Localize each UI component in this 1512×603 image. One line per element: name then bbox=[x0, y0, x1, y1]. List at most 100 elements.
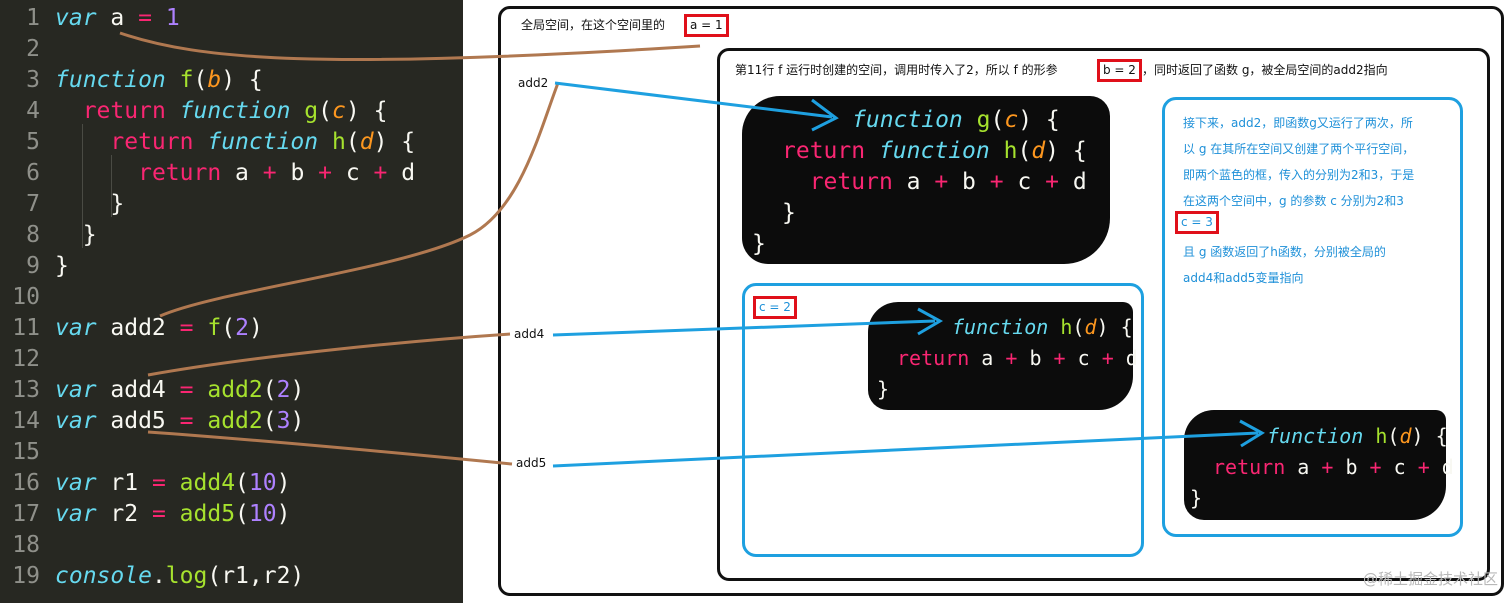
code-token: ) bbox=[248, 315, 263, 341]
code-token: ) bbox=[290, 377, 305, 403]
line-number: 13 bbox=[12, 377, 40, 403]
code-token: add5 bbox=[179, 501, 236, 527]
code-token: a bbox=[96, 5, 139, 31]
h-function-snippet-left bbox=[868, 302, 1133, 410]
code-token: d bbox=[1084, 315, 1097, 339]
line-number: 16 bbox=[12, 470, 40, 496]
note-line: 即两个蓝色的框，传入的分别为2和3，于是 bbox=[1183, 168, 1415, 182]
code-token: r2 bbox=[96, 501, 152, 527]
code-text: return function g(c) { bbox=[55, 96, 388, 127]
code-token: = bbox=[151, 501, 166, 527]
code-token: ( bbox=[262, 377, 277, 403]
code-token: f bbox=[207, 315, 222, 341]
snippet-line: } bbox=[752, 229, 766, 260]
code-token: + bbox=[262, 160, 277, 186]
snippet-line: return function h(d) { bbox=[782, 136, 1087, 167]
add5-arrow bbox=[552, 431, 1259, 468]
snippet-line: return a + b + c + d bbox=[782, 167, 1087, 198]
line-number: 6 bbox=[26, 160, 40, 186]
code-text: var r2 = add5(10) bbox=[55, 499, 290, 530]
code-token: d bbox=[1429, 455, 1454, 479]
code-token: ( bbox=[262, 408, 277, 434]
add2-arrow bbox=[554, 81, 833, 119]
code-token: ) bbox=[276, 470, 291, 496]
code-token: = bbox=[138, 5, 152, 31]
indent-guide bbox=[111, 155, 112, 217]
code-token: var bbox=[55, 5, 97, 31]
code-token: ) { bbox=[221, 67, 263, 93]
code-token: c bbox=[1003, 169, 1046, 195]
snippet-line: function g(c) { bbox=[852, 105, 1060, 136]
snippet-line: function h(d) { bbox=[952, 312, 1133, 343]
code-token: function bbox=[878, 138, 990, 164]
code-token: ) { bbox=[1018, 107, 1060, 133]
code-token: + bbox=[1053, 346, 1066, 370]
code-token: 10 bbox=[248, 501, 277, 527]
code-token: + bbox=[1369, 455, 1382, 479]
add5-arrow-head bbox=[1239, 419, 1265, 448]
code-token: d bbox=[387, 160, 416, 186]
code-token: add5 bbox=[96, 408, 180, 434]
code-token: b bbox=[1017, 346, 1054, 370]
code-token: 1 bbox=[165, 5, 180, 31]
line-number: 12 bbox=[12, 346, 40, 372]
code-token: function bbox=[952, 315, 1049, 339]
code-token: function bbox=[1267, 424, 1364, 448]
code-token: ( bbox=[235, 470, 249, 496]
line-number: 7 bbox=[26, 191, 40, 217]
code-token: + bbox=[1321, 455, 1334, 479]
code-text: var add4 = add2(2) bbox=[55, 375, 304, 406]
code-token: = bbox=[179, 408, 194, 434]
note-line: add4和add5变量指向 bbox=[1183, 271, 1304, 285]
code-token: c bbox=[1004, 107, 1019, 133]
add4-arrow-head bbox=[917, 307, 944, 336]
b-equals-2-highlight: b = 2 bbox=[1097, 59, 1142, 82]
code-token: = bbox=[151, 470, 166, 496]
code-token: ( bbox=[345, 129, 360, 155]
watermark: @稀土掘金技术社区 bbox=[1362, 570, 1498, 588]
global-space-box bbox=[498, 6, 1504, 596]
code-token: 2 bbox=[235, 315, 249, 341]
code-token: return bbox=[897, 346, 970, 370]
code-text: } bbox=[55, 220, 97, 251]
add4-arrow bbox=[552, 319, 936, 337]
code-token: + bbox=[934, 169, 949, 195]
snippet-line: function h(d) { bbox=[1267, 421, 1448, 452]
code-token: ) { bbox=[1411, 424, 1448, 448]
code-token: return bbox=[1213, 455, 1286, 479]
code-token: c bbox=[1381, 455, 1418, 479]
code-token: add2 bbox=[207, 377, 263, 403]
code-text: var r1 = add4(10) bbox=[55, 468, 290, 499]
line-number: 10 bbox=[12, 284, 40, 310]
code-text: return function h(d) { bbox=[55, 127, 415, 158]
snippet-line: } bbox=[1190, 483, 1202, 514]
code-token: a bbox=[892, 169, 935, 195]
f-space-label-tail: ，同时返回了函数 g，被全局空间的add2指向 bbox=[1142, 63, 1388, 77]
code-token: ) { bbox=[1045, 138, 1087, 164]
code-token: + bbox=[318, 160, 332, 186]
code-token: c bbox=[1065, 346, 1102, 370]
code-token: g bbox=[976, 107, 991, 133]
code-text: var a = 1 bbox=[55, 3, 180, 34]
add4-connector-line bbox=[147, 332, 511, 377]
code-token: b bbox=[948, 169, 990, 195]
code-token: console bbox=[55, 563, 152, 589]
code-token: function bbox=[852, 107, 963, 133]
code-token: add2 bbox=[207, 408, 263, 434]
code-token: r1 bbox=[96, 470, 152, 496]
code-token: h bbox=[1375, 424, 1388, 448]
code-token: return bbox=[138, 160, 222, 186]
code-token: ) bbox=[290, 408, 305, 434]
line-number: 15 bbox=[12, 439, 40, 465]
code-text: console.log(r1,r2) bbox=[55, 561, 304, 592]
indent-guide bbox=[82, 124, 83, 248]
code-token: + bbox=[1045, 169, 1060, 195]
code-token: = bbox=[179, 315, 194, 341]
code-token: var bbox=[55, 501, 97, 527]
add5-connector-line bbox=[147, 430, 513, 466]
code-token: add4 bbox=[179, 470, 236, 496]
code-token: log bbox=[165, 563, 208, 589]
code-token: function bbox=[55, 67, 166, 93]
